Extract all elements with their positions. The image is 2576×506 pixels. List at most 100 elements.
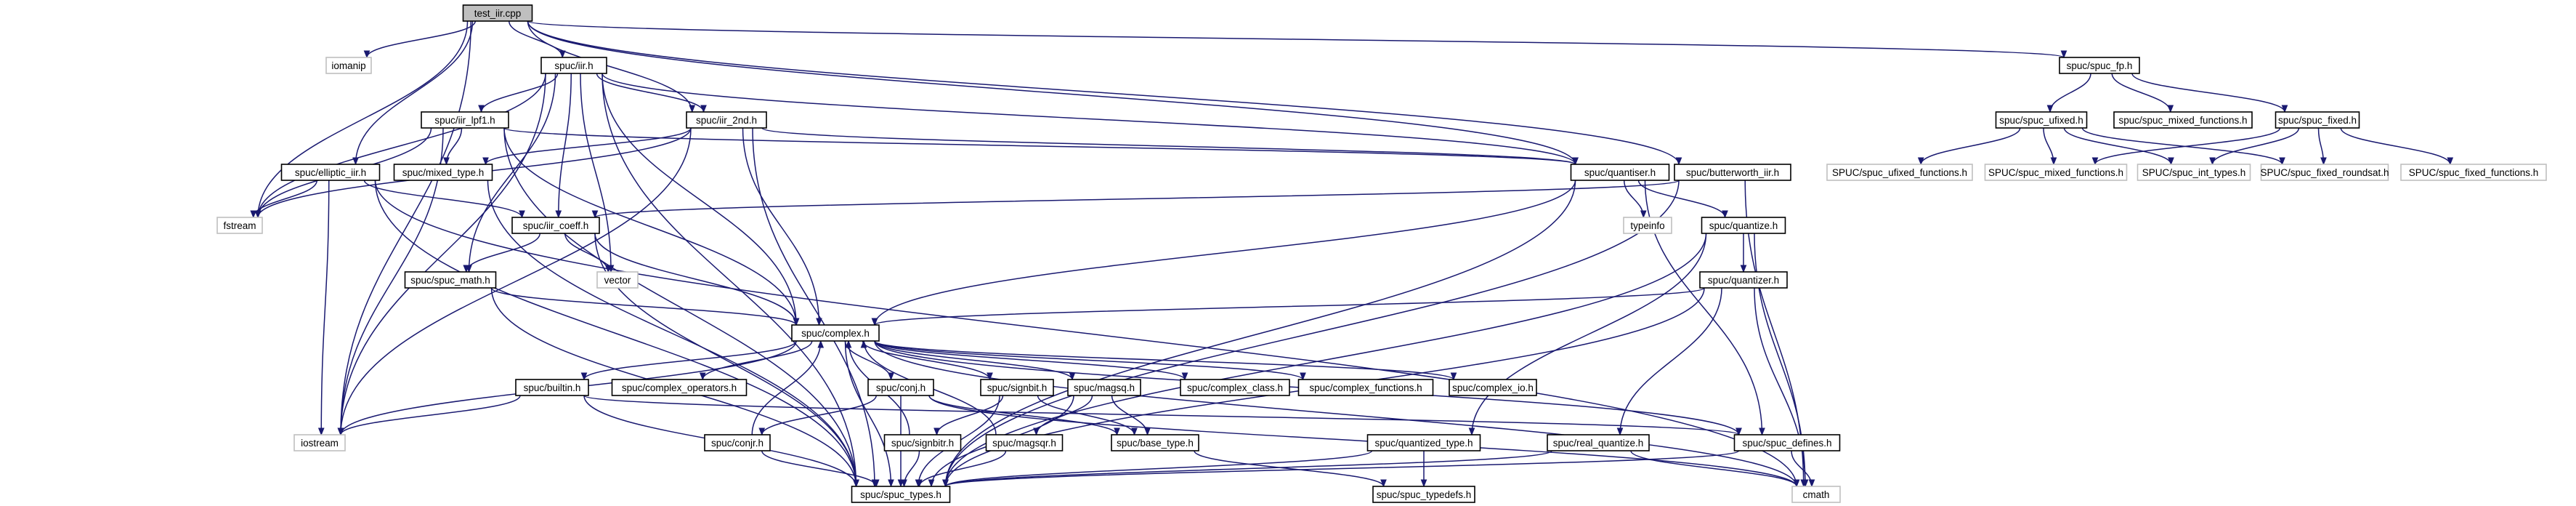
- edge-quantiser-to-quantize: [1637, 180, 1728, 219]
- node-spuc-defines[interactable]: spuc/spuc_defines.h: [1733, 434, 1841, 451]
- edge-complex-to-complex_io: [874, 340, 1457, 381]
- edge-quantize-to-quantizer: [1740, 233, 1747, 273]
- node-label: SPUC/spuc_fixed_functions.h: [2409, 167, 2539, 178]
- node-label: spuc/mixed_type.h: [402, 167, 485, 178]
- edge-iir_h-to-iir_2nd: [596, 73, 707, 113]
- edge-butterworth_iir-to-iir_coeff: [591, 180, 1680, 219]
- node-label: SPUC/spuc_int_types.h: [2142, 167, 2246, 178]
- edge-spuc_ufixed-to-SPUC_ufixed_functions: [1917, 127, 2021, 166]
- edge-conjr-to-spuc_types: [761, 450, 880, 488]
- edge-iir_2nd-to-quantiser: [761, 127, 1579, 166]
- node-complex-io[interactable]: spuc/complex_io.h: [1449, 379, 1537, 396]
- node-label: SPUC/spuc_mixed_functions.h: [1988, 167, 2123, 178]
- node-label: fstream: [223, 220, 256, 231]
- node-label: spuc/quantizer.h: [1708, 275, 1779, 286]
- edge-complex-to-builtin: [580, 340, 797, 381]
- edge-quantizer-to-cmath: [1754, 287, 1809, 488]
- node-label: spuc/iir_2nd.h: [696, 115, 757, 126]
- node-elliptic-iir[interactable]: spuc/elliptic_iir.h: [280, 164, 381, 181]
- node-conjr[interactable]: spuc/conjr.h: [704, 434, 771, 451]
- node-quantized-type[interactable]: spuc/quantized_type.h: [1366, 434, 1481, 451]
- node-label: spuc/complex_operators.h: [622, 382, 737, 393]
- edge-spuc_fixed-to-SPUC_fixed_functions: [2340, 127, 2454, 166]
- edge-iir_h-to-iir_coeff: [555, 73, 572, 219]
- edge-test_iir-to-iir_2nd: [527, 20, 696, 113]
- node-quantizer[interactable]: spuc/quantizer.h: [1699, 271, 1788, 289]
- node-label: spuc/magsqr.h: [992, 438, 1056, 449]
- node-spuc-fixed[interactable]: spuc/spuc_fixed.h: [2275, 111, 2360, 129]
- edge-iir_coeff-to-vector: [564, 233, 612, 273]
- edge-real_quantize-to-cmath: [1630, 450, 1800, 488]
- node-complex-operators[interactable]: spuc/complex_operators.h: [611, 379, 748, 396]
- node-typeinfo: typeinfo: [1623, 217, 1672, 234]
- edge-spuc_math-to-complex: [490, 287, 800, 326]
- node-iomanip: iomanip: [325, 57, 372, 74]
- node-signbit[interactable]: spuc/signbit.h: [980, 379, 1054, 396]
- node-magsq[interactable]: spuc/magsq.h: [1067, 379, 1141, 396]
- node-spuc-mixed-functions-top[interactable]: spuc/spuc_mixed_functions.h: [2113, 111, 2253, 129]
- node-spuc-math[interactable]: spuc/spuc_math.h: [404, 271, 497, 289]
- edge-builtin-to-iostream: [337, 395, 521, 436]
- node-builtin[interactable]: spuc/builtin.h: [515, 379, 589, 396]
- node-label: spuc/elliptic_iir.h: [295, 167, 366, 178]
- node-mixed-type[interactable]: spuc/mixed_type.h: [393, 164, 493, 181]
- edge-iir_2nd-to-spuc_types: [752, 127, 878, 488]
- node-base-type[interactable]: spuc/base_type.h: [1111, 434, 1199, 451]
- edge-iir_h-to-fstream: [254, 73, 546, 219]
- edge-spuc_fp-to-spuc_ufixed: [2046, 73, 2091, 113]
- node-spuc-typedefs[interactable]: spuc/spuc_typedefs.h: [1372, 486, 1475, 503]
- node-complex-functions[interactable]: spuc/complex_functions.h: [1297, 379, 1434, 396]
- edge-quantizer-to-complex: [871, 287, 1705, 326]
- edge-quantizer-to-real_quantize: [1616, 287, 1722, 436]
- edge-complex-to-spuc_types: [844, 340, 894, 488]
- node-quantiser[interactable]: spuc/quantiser.h: [1570, 164, 1670, 181]
- edge-conjr-to-complex: [751, 340, 825, 435]
- node-iir-h[interactable]: spuc/iir.h: [540, 57, 607, 74]
- node-label: spuc/spuc_typedefs.h: [1377, 489, 1472, 500]
- node-real-quantize[interactable]: spuc/real_quantize.h: [1547, 434, 1650, 451]
- node-label: spuc/quantize.h: [1709, 220, 1778, 231]
- node-label: spuc/complex.h: [801, 328, 870, 339]
- node-magsqr[interactable]: spuc/magsqr.h: [985, 434, 1064, 451]
- edge-quantized_type-to-spuc_typedefs: [1420, 451, 1427, 488]
- node-iir-2nd[interactable]: spuc/iir_2nd.h: [686, 111, 767, 129]
- node-signbitr[interactable]: spuc/signbitr.h: [883, 434, 962, 451]
- node-complex[interactable]: spuc/complex.h: [791, 324, 880, 342]
- edge-complex-to-complex_operators: [699, 340, 813, 381]
- edge-spuc_fixed-to-SPUC_fixed_roundsat: [2317, 127, 2327, 166]
- edge-test_iir-to-iomanip: [363, 20, 476, 59]
- edge-signbit-to-base_type: [1037, 395, 1138, 436]
- edge-iir_2nd-to-mixed_type: [482, 127, 692, 166]
- node-quantize[interactable]: spuc/quantize.h: [1701, 217, 1786, 234]
- edge-builtin-to-spuc_defines: [583, 395, 1742, 436]
- edge-spuc_ufixed-to-SPUC_int_types: [2063, 127, 2174, 166]
- edge-magsqr-to-spuc_types: [916, 450, 1007, 488]
- edge-iir_lpf1-to-spuc_types: [503, 127, 859, 488]
- node-label: vector: [604, 275, 631, 286]
- node-label: spuc/iir_coeff.h: [523, 220, 589, 231]
- node-iir-lpf1[interactable]: spuc/iir_lpf1.h: [421, 111, 509, 129]
- edge-elliptic_iir-to-fstream: [250, 180, 317, 219]
- dependency-edges: [250, 20, 2454, 488]
- node-label: test_iir.cpp: [474, 8, 522, 19]
- edge-spuc_fixed-to-SPUC_int_types: [2209, 127, 2300, 166]
- node-label: iostream: [301, 438, 339, 449]
- node-test-iir[interactable]: test_iir.cpp: [462, 4, 533, 22]
- node-fstream: fstream: [216, 217, 263, 234]
- edge-spuc_ufixed-to-SPUC_fixed_roundsat: [2081, 127, 2285, 166]
- node-label: spuc/complex_io.h: [1452, 382, 1534, 393]
- edge-quantized_type-to-spuc_types: [942, 450, 1373, 488]
- node-iir-coeff[interactable]: spuc/iir_coeff.h: [511, 217, 600, 234]
- node-butterworth-iir[interactable]: spuc/butterworth_iir.h: [1674, 164, 1791, 181]
- node-spuc-types[interactable]: spuc/spuc_types.h: [851, 486, 951, 503]
- node-label: SPUC/spuc_ufixed_functions.h: [1832, 167, 1967, 178]
- edge-elliptic_iir-to-iostream: [317, 180, 330, 436]
- node-label: spuc/spuc_fp.h: [2067, 60, 2133, 71]
- node-complex-class[interactable]: spuc/complex_class.h: [1180, 379, 1290, 396]
- edge-iir_h-to-iir_lpf1: [478, 73, 559, 113]
- node-spuc-fp[interactable]: spuc/spuc_fp.h: [2059, 57, 2140, 74]
- edge-magsq-to-base_type: [1111, 395, 1151, 436]
- node-spuc-ufixed[interactable]: spuc/spuc_ufixed.h: [1995, 111, 2088, 129]
- node-conj[interactable]: spuc/conj.h: [867, 379, 934, 396]
